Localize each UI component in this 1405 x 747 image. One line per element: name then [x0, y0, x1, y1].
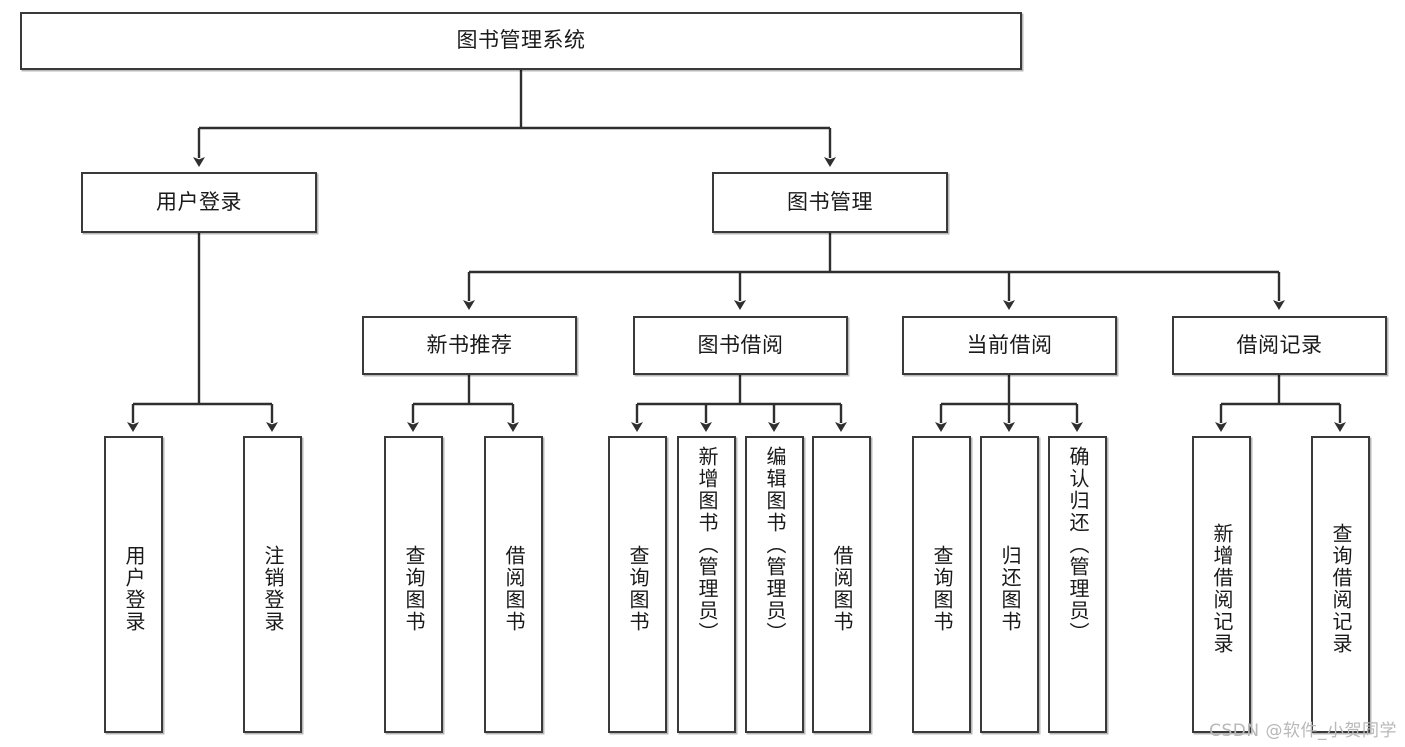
node-label: 注销登录: [261, 544, 285, 633]
node-label: 查询图书: [402, 544, 426, 633]
node-book-management[interactable]: 图书管理: [712, 172, 948, 233]
leaf-borrow-edit-book-admin[interactable]: 编辑图书（管理员）: [745, 436, 804, 733]
watermark-text: CSDN @软件_小贺同学: [1209, 721, 1397, 741]
node-borrow-records[interactable]: 借阅记录: [1172, 316, 1387, 375]
node-label: 查询图书: [626, 544, 650, 633]
node-label: 归还图书: [998, 544, 1022, 633]
leaf-records-add-record[interactable]: 新增借阅记录: [1192, 436, 1251, 733]
leaf-current-confirm-return-admin[interactable]: 确认归还（管理员）: [1048, 436, 1107, 733]
node-current-borrow[interactable]: 当前借阅: [902, 316, 1117, 375]
node-label: 新增图书（管理员）: [695, 446, 719, 644]
leaf-recommend-borrow-book[interactable]: 借阅图书: [484, 436, 543, 733]
node-label: 用户登录: [156, 189, 242, 214]
node-label: 当前借阅: [966, 332, 1053, 357]
leaf-recommend-query-book[interactable]: 查询图书: [384, 436, 443, 733]
leaf-borrow-borrow-book[interactable]: 借阅图书: [812, 436, 871, 733]
node-label: 新书推荐: [426, 332, 513, 357]
node-new-book-recommend[interactable]: 新书推荐: [362, 316, 577, 375]
node-label: 查询借阅记录: [1329, 522, 1353, 655]
node-label: 查询图书: [930, 544, 954, 633]
node-book-borrow[interactable]: 图书借阅: [633, 316, 848, 375]
node-label: 借阅记录: [1236, 332, 1323, 357]
node-root-system[interactable]: 图书管理系统: [20, 12, 1022, 70]
node-label: 借阅图书: [502, 544, 526, 633]
leaf-user-login-login[interactable]: 用户登录: [104, 436, 163, 733]
node-label: 图书管理: [787, 189, 873, 214]
leaf-borrow-query-book[interactable]: 查询图书: [608, 436, 667, 733]
node-label: 图书借阅: [697, 332, 784, 357]
leaf-borrow-add-book-admin[interactable]: 新增图书（管理员）: [677, 436, 736, 733]
leaf-current-return-book[interactable]: 归还图书: [980, 436, 1039, 733]
leaf-user-login-logout[interactable]: 注销登录: [243, 436, 302, 733]
node-user-login[interactable]: 用户登录: [81, 172, 317, 233]
node-label: 确认归还（管理员）: [1066, 446, 1090, 644]
node-label: 新增借阅记录: [1210, 522, 1234, 655]
node-label: 图书管理系统: [456, 28, 586, 53]
leaf-records-query-record[interactable]: 查询借阅记录: [1311, 436, 1370, 733]
node-label: 用户登录: [122, 544, 146, 633]
leaf-current-query-book[interactable]: 查询图书: [912, 436, 971, 733]
node-label: 编辑图书（管理员）: [763, 446, 787, 644]
node-label: 借阅图书: [830, 544, 854, 633]
